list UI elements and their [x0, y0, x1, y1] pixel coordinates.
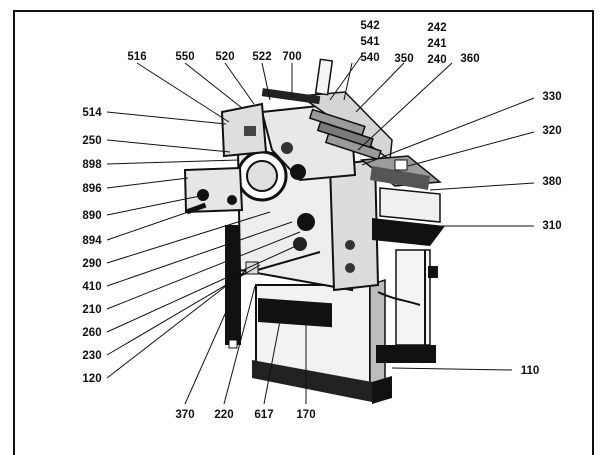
label-380: 380 — [542, 176, 561, 188]
label-290: 290 — [82, 258, 101, 270]
label-230: 230 — [82, 350, 101, 362]
label-516: 516 — [127, 51, 146, 63]
label-890: 890 — [82, 210, 101, 222]
label-541: 541 — [360, 36, 380, 48]
label-896: 896 — [82, 183, 101, 195]
label-241: 241 — [427, 38, 447, 50]
label-360: 360 — [460, 53, 479, 65]
label-330: 330 — [542, 91, 561, 103]
label-220: 220 — [214, 409, 233, 421]
label-260: 260 — [82, 327, 101, 339]
label-550: 550 — [175, 51, 194, 63]
label-170: 170 — [296, 409, 315, 421]
label-242: 242 — [427, 22, 446, 34]
label-617: 617 — [254, 409, 273, 421]
part-labels: 542 541 540 242 241 240 516 550 520 522 … — [82, 20, 561, 421]
machine-illustration — [183, 58, 445, 404]
label-410: 410 — [82, 281, 101, 293]
label-250: 250 — [82, 135, 101, 147]
label-320: 320 — [542, 125, 561, 137]
label-522: 522 — [252, 51, 271, 63]
label-700: 700 — [282, 51, 301, 63]
label-370: 370 — [175, 409, 194, 421]
label-514: 514 — [82, 107, 102, 119]
label-240: 240 — [427, 54, 446, 66]
leader-lines — [106, 54, 535, 405]
label-520: 520 — [215, 51, 234, 63]
label-110: 110 — [521, 365, 540, 377]
label-542: 542 — [360, 20, 379, 32]
label-540: 540 — [360, 52, 379, 64]
label-894: 894 — [82, 235, 102, 247]
figure-frame — [13, 10, 594, 455]
label-310: 310 — [542, 220, 561, 232]
label-898: 898 — [82, 159, 102, 171]
label-120: 120 — [82, 373, 101, 385]
label-350: 350 — [394, 53, 413, 65]
label-210: 210 — [82, 304, 101, 316]
